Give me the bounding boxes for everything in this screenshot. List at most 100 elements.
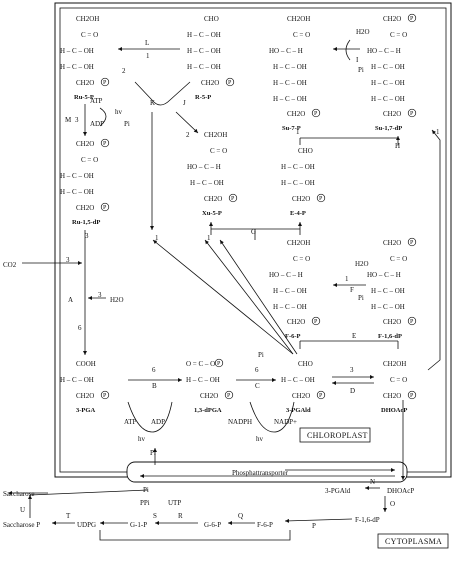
svg-text:CHO: CHO (298, 360, 313, 368)
svg-text:Pi: Pi (150, 449, 156, 457)
svg-text:P: P (410, 319, 414, 325)
svg-text:CH2OH: CH2OH (287, 15, 310, 23)
svg-text:H – C – OH: H – C – OH (190, 179, 224, 187)
svg-text:ATP: ATP (124, 418, 137, 426)
svg-text:HO – C – H: HO – C – H (269, 271, 303, 279)
svg-text:3: 3 (75, 116, 79, 124)
phosphate-markers: P P P P P P P P P P P P P P P P P (100, 13, 417, 400)
svg-text:Phosphattransporter: Phosphattransporter (232, 469, 289, 477)
svg-text:C = O: C = O (390, 31, 407, 39)
svg-text:H – C – OH: H – C – OH (273, 79, 307, 87)
svg-text:P: P (319, 393, 323, 399)
svg-text:P: P (231, 196, 235, 202)
svg-text:CH2O: CH2O (292, 195, 310, 203)
svg-text:P: P (312, 522, 316, 530)
cytoplasma-label: CYTOPLASMA (377, 533, 449, 549)
svg-text:CHO: CHO (204, 15, 219, 23)
svg-text:NADPH: NADPH (228, 418, 252, 426)
svg-text:P: P (103, 205, 107, 211)
svg-text:H – C – OH: H – C – OH (60, 376, 94, 384)
svg-text:PPi: PPi (140, 499, 150, 507)
svg-text:E: E (352, 332, 356, 340)
compound-ru15dp: CH2O C = O H – C – OH H – C – OH CH2O Ru… (60, 140, 100, 226)
svg-text:D: D (350, 387, 355, 395)
svg-text:H – C – OH: H – C – OH (60, 188, 94, 196)
svg-text:H – C – OH: H – C – OH (281, 179, 315, 187)
svg-text:J: J (183, 99, 186, 107)
svg-text:H – C – OH: H – C – OH (187, 47, 221, 55)
svg-text:Ru-1,5-dP: Ru-1,5-dP (72, 219, 100, 226)
svg-text:H – C – OH: H – C – OH (60, 63, 94, 71)
compound-su17dp: CH2O C = O HO – C – H H – C – OH H – C –… (367, 15, 407, 132)
reaction-arrows (22, 39, 441, 433)
svg-text:hv: hv (138, 435, 146, 443)
svg-text:H – C – OH: H – C – OH (187, 63, 221, 71)
svg-text:P: P (410, 16, 414, 22)
svg-text:H2O: H2O (356, 28, 370, 36)
svg-text:CH2O: CH2O (201, 79, 219, 87)
svg-text:E-4-P: E-4-P (290, 210, 306, 217)
svg-text:H – C – OH: H – C – OH (273, 95, 307, 103)
svg-text:CH2O: CH2O (287, 110, 305, 118)
svg-text:H – C – OH: H – C – OH (60, 47, 94, 55)
svg-text:R-5-P: R-5-P (195, 94, 211, 101)
svg-text:CYTOPLASMA: CYTOPLASMA (385, 537, 442, 546)
svg-text:3-PGAld: 3-PGAld (325, 487, 351, 495)
compound-3pgald: CHO H – C – OH CH2O 3-PGAld (281, 360, 315, 414)
svg-text:1: 1 (146, 52, 150, 60)
svg-text:P: P (103, 141, 107, 147)
svg-text:ATP: ATP (90, 97, 103, 105)
svg-text:CO2: CO2 (3, 261, 17, 269)
svg-text:H – C – OH: H – C – OH (371, 79, 405, 87)
svg-text:O = C – O: O = C – O (186, 360, 215, 368)
svg-text:P: P (217, 361, 221, 367)
svg-text:Ru-5-P: Ru-5-P (74, 94, 94, 101)
svg-text:CH2O: CH2O (76, 392, 94, 400)
svg-text:hv: hv (115, 108, 123, 116)
svg-text:P: P (410, 393, 414, 399)
svg-text:1: 1 (345, 275, 349, 283)
svg-text:F-1,6-dP: F-1,6-dP (378, 333, 402, 340)
svg-text:2: 2 (122, 67, 126, 75)
enzyme-labels: L 1 I H2O Pi M 3 ATP ADP hv Pi K J 2 2 3… (3, 28, 440, 395)
svg-text:S: S (153, 512, 157, 520)
svg-text:CHLOROPLAST: CHLOROPLAST (307, 431, 368, 440)
svg-text:UDPG: UDPG (77, 521, 96, 529)
svg-text:C = O: C = O (210, 147, 227, 155)
svg-text:P: P (103, 393, 107, 399)
svg-text:L: L (145, 39, 149, 47)
svg-text:6: 6 (255, 366, 259, 374)
svg-text:Su-1,7-dP: Su-1,7-dP (375, 125, 402, 132)
compound-3pga: COOH H – C – OH CH2O 3-PGA (60, 360, 96, 414)
svg-text:Pi: Pi (358, 294, 364, 302)
svg-text:H – C – OH: H – C – OH (371, 63, 405, 71)
svg-text:Saccharose P: Saccharose P (3, 521, 40, 529)
compound-e4p: CHO H – C – OH H – C – OH CH2O E-4-P (281, 147, 315, 217)
svg-text:CH2O: CH2O (383, 318, 401, 326)
svg-text:CH2O: CH2O (287, 318, 305, 326)
svg-text:C = O: C = O (293, 31, 310, 39)
svg-text:N: N (370, 478, 375, 486)
phosphate-transporter[interactable]: Phosphattransporter (126, 461, 408, 483)
svg-text:ADP: ADP (151, 418, 165, 426)
svg-text:DHOAcP: DHOAcP (387, 487, 414, 495)
svg-text:Pi: Pi (358, 66, 364, 74)
compound-xu5p: CH2OH C = O HO – C – H H – C – OH CH2O X… (187, 131, 227, 217)
svg-text:F-1,6-dP: F-1,6-dP (355, 516, 380, 524)
svg-text:P: P (103, 80, 107, 86)
svg-text:3: 3 (85, 232, 89, 240)
svg-text:G-6-P: G-6-P (204, 521, 221, 529)
compound-dhoacp: CH2OH C = O CH2O DHOAcP (381, 360, 407, 414)
svg-text:ADP: ADP (90, 120, 104, 128)
svg-text:HO – C – H: HO – C – H (269, 47, 303, 55)
svg-text:H – C – OH: H – C – OH (273, 303, 307, 311)
svg-text:H – C – OH: H – C – OH (186, 376, 220, 384)
svg-text:A: A (68, 296, 73, 304)
svg-text:P: P (319, 196, 323, 202)
compound-r5p: CHO H – C – OH H – C – OH H – C – OH CH2… (187, 15, 221, 101)
svg-text:P: P (227, 393, 231, 399)
svg-text:P: P (228, 80, 232, 86)
svg-text:CH2O: CH2O (292, 392, 310, 400)
svg-text:NADP+: NADP+ (274, 418, 297, 426)
svg-text:H – C – OH: H – C – OH (273, 63, 307, 71)
